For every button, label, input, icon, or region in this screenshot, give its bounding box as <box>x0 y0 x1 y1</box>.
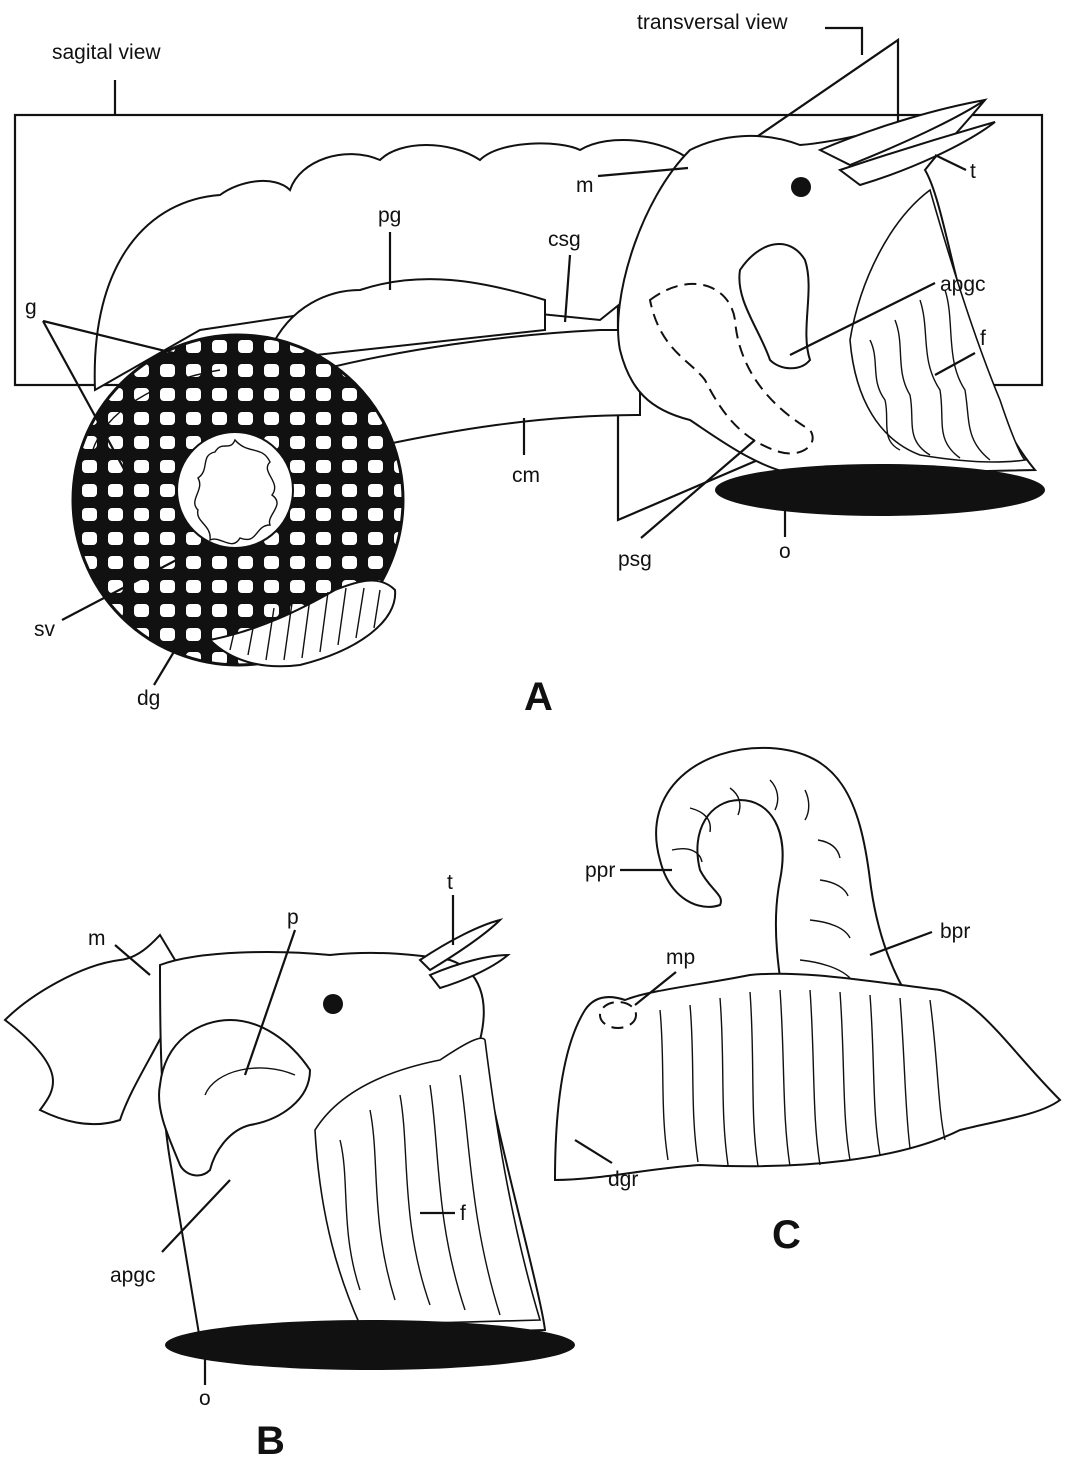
panel-c: ppr bpr mp dgr C <box>555 748 1060 1257</box>
sole-a <box>715 464 1045 516</box>
eye-a <box>791 177 811 197</box>
label-bpr: bpr <box>940 920 970 943</box>
mantle-b <box>5 935 175 1124</box>
eye-b <box>323 994 343 1014</box>
label-f-b: f <box>460 1202 466 1225</box>
label-sv: sv <box>34 618 56 641</box>
label-sagital-view: sagital view <box>52 41 161 64</box>
label-apgc: apgc <box>940 273 986 296</box>
label-ppr: ppr <box>585 859 615 882</box>
leader-dg <box>154 650 175 685</box>
label-m: m <box>576 174 594 197</box>
panel-b: m p t f apgc o B <box>5 871 575 1462</box>
transversal-view-leader <box>825 28 862 55</box>
label-transversal-view: transversal view <box>637 11 788 34</box>
label-dgr: dgr <box>608 1168 638 1191</box>
label-cm: cm <box>512 464 540 487</box>
panel-letter-b: B <box>256 1419 285 1462</box>
label-pg: pg <box>378 204 401 227</box>
label-apgc-b: apgc <box>110 1264 156 1287</box>
label-t: t <box>970 160 976 183</box>
label-p-b: p <box>287 906 299 929</box>
label-o-b: o <box>199 1387 211 1410</box>
label-psg: psg <box>618 548 652 571</box>
label-f: f <box>980 327 986 350</box>
label-g: g <box>25 296 37 319</box>
label-dg: dg <box>137 687 160 710</box>
label-o: o <box>779 540 791 563</box>
seminal-vesicle <box>177 432 293 548</box>
label-t-b: t <box>447 871 453 894</box>
label-m-b: m <box>88 927 106 950</box>
label-csg: csg <box>548 228 581 251</box>
panel-letter-a: A <box>524 675 553 719</box>
sole-b <box>165 1320 575 1370</box>
leader-t <box>935 155 966 170</box>
panel-letter-c: C <box>772 1213 801 1257</box>
panel-a: sagital view transversal view m t pg csg… <box>15 11 1045 719</box>
label-mp: mp <box>666 946 695 969</box>
